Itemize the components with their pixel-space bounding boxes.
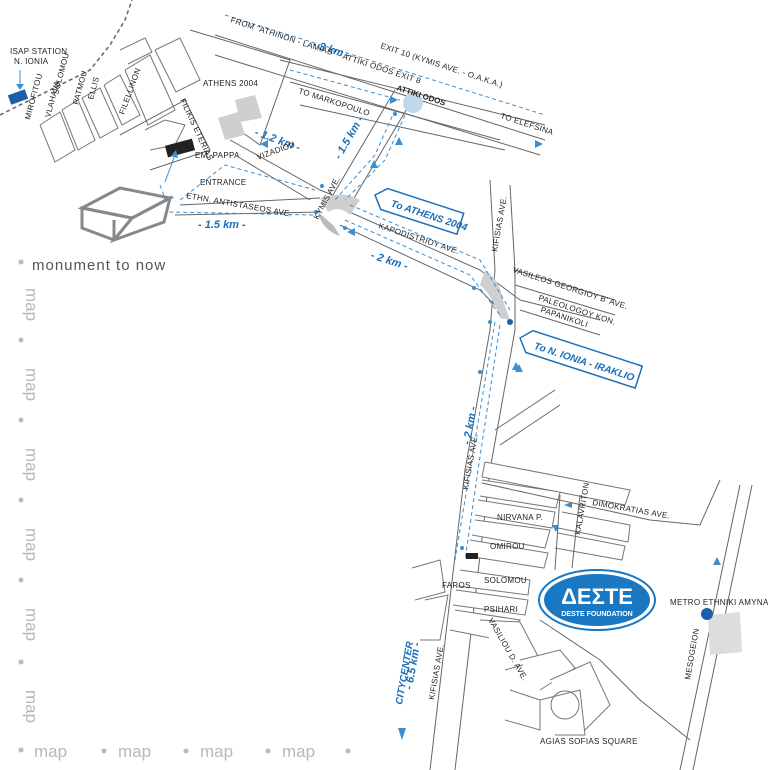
metro-station-marker[interactable] [701, 608, 713, 620]
side-word: map [22, 368, 41, 401]
citycenter-arrow [398, 728, 406, 740]
street-em-pappa: EM. PAPPA [195, 151, 240, 160]
north-blocks [39, 29, 291, 171]
kymis-ramp [318, 212, 340, 236]
route-lines [159, 14, 546, 561]
street-kifisias-low: KIFISIAS AVE. [427, 643, 446, 700]
agias-sofias-label: AGIAS SOFIAS SQUARE [540, 737, 638, 746]
deste-logo[interactable]: ΔΕΣΤΕ DESTE FOUNDATION [538, 569, 656, 631]
street-mesogeion: MESOGEION [683, 628, 701, 681]
metro-area [708, 612, 742, 655]
deste-building-new[interactable] [466, 553, 478, 559]
south-blocks [411, 461, 721, 741]
isap-station-marker[interactable] [7, 89, 29, 105]
attiki-exit-marker [403, 93, 423, 113]
isap-railway [0, 0, 133, 116]
metro-label: METRO ETHNIKI AMYNA [670, 598, 769, 607]
sign-to-n-ionia: To N. IONIA - IRAKLIO [519, 329, 644, 389]
kifisias-interchange [480, 270, 510, 320]
side-word: map [22, 448, 41, 481]
entrance-arrow [171, 150, 178, 158]
street-nirvana: NIRVANA P. [497, 513, 543, 522]
distance-2km-a: - 2 km - [369, 249, 410, 272]
brand-logo [77, 186, 175, 244]
bottom-word-row: map map map map [34, 742, 351, 761]
street-psihari: PSIHARI [484, 605, 518, 614]
side-word: map [22, 690, 41, 723]
street-solomou-top: SOLOMOU [51, 52, 71, 96]
street-solomou-bottom: SOLOMOU [484, 576, 527, 585]
bottom-word: map [34, 742, 67, 761]
street-omirou: OMIROU [490, 542, 525, 551]
side-word-column: map map map map map map [18, 259, 41, 753]
agias-sofias-roundabout [550, 690, 580, 720]
isap-arrow-head [16, 84, 24, 90]
to-markopoulo-label: TO MARKOPOULO [297, 86, 371, 118]
n-ionia-label: N. IONIA [14, 57, 49, 66]
bottom-word: map [282, 742, 315, 761]
bottom-word: map [200, 742, 233, 761]
side-word: map [22, 608, 41, 641]
street-faros: FAROS [442, 581, 471, 590]
side-word: map [22, 288, 41, 321]
entrance-label: ENTRANCE [200, 178, 246, 187]
side-word: map [22, 528, 41, 561]
distance-15km-horizontal: - 1.5 km - [198, 219, 246, 231]
deste-logo-sub: DESTE FOUNDATION [561, 611, 632, 618]
brand-tagline: monument to now [32, 257, 166, 274]
kymis-interchange [320, 194, 360, 215]
bottom-word: map [118, 742, 151, 761]
athens-2004-site-2 [218, 112, 245, 140]
distance-15km-vertical: - 1.5 km - [332, 114, 366, 162]
isap-station-label: ISAP STATION [10, 47, 67, 56]
deste-building-old[interactable] [164, 138, 196, 158]
to-elefsina-label: TO ELEFSINA [499, 111, 555, 137]
major-roads [174, 34, 753, 770]
deste-logo-name: ΔΕΣΤΕ [561, 584, 633, 609]
athens-2004-site [235, 95, 262, 122]
athens-2004-label: ATHENS 2004 [203, 79, 258, 88]
